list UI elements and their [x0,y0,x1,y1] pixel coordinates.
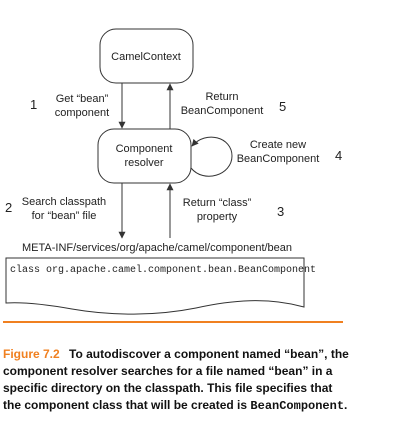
component-resolver-node: Component resolver [97,128,192,184]
file-content-text: class org.apache.camel.component.bean.Be… [10,264,316,276]
arrow-create-new-bean-component [190,136,233,177]
caption-end: . [344,398,348,412]
step-5-label-line2: BeanComponent [181,105,264,117]
caption-code-term: BeanComponent [250,399,345,413]
figure-caption: Figure 7.2 To autodiscover a component n… [3,346,353,415]
component-resolver-label-line1: Component [116,143,173,155]
step-4-number: 4 [335,148,342,163]
camel-context-label: CamelContext [111,51,181,63]
file-path-label: META-INF/services/org/apache/camel/compo… [22,242,292,254]
caption-text: To autodiscover a component named “bean”… [3,347,349,412]
bean-file-document: class org.apache.camel.component.bean.Be… [5,257,316,315]
step-5-label-line1: Return [205,91,238,103]
step-2-number: 2 [5,200,12,215]
step-2-label-line1: Search classpath [22,196,106,208]
step-3-label-line1: Return “class” [183,197,252,209]
figure-number: Figure 7.2 [3,347,60,361]
component-resolver-label-line2: resolver [124,157,163,169]
step-3-number: 3 [277,204,284,219]
step-3-label-line2: property [197,211,238,223]
step-1-label-line1: Get “bean” [56,93,109,105]
component-resolution-diagram: CamelContext Component resolver 1 Get “b… [5,28,342,315]
step-4-label-line2: BeanComponent [237,153,320,165]
step-1-label-line2: component [55,107,109,119]
caption-rule [3,321,343,323]
step-1-number: 1 [30,97,37,112]
camel-context-node: CamelContext [99,28,194,84]
step-5-number: 5 [279,99,286,114]
step-2-label-line2: for “bean” file [32,210,97,222]
step-4-label-line1: Create new [250,139,306,151]
